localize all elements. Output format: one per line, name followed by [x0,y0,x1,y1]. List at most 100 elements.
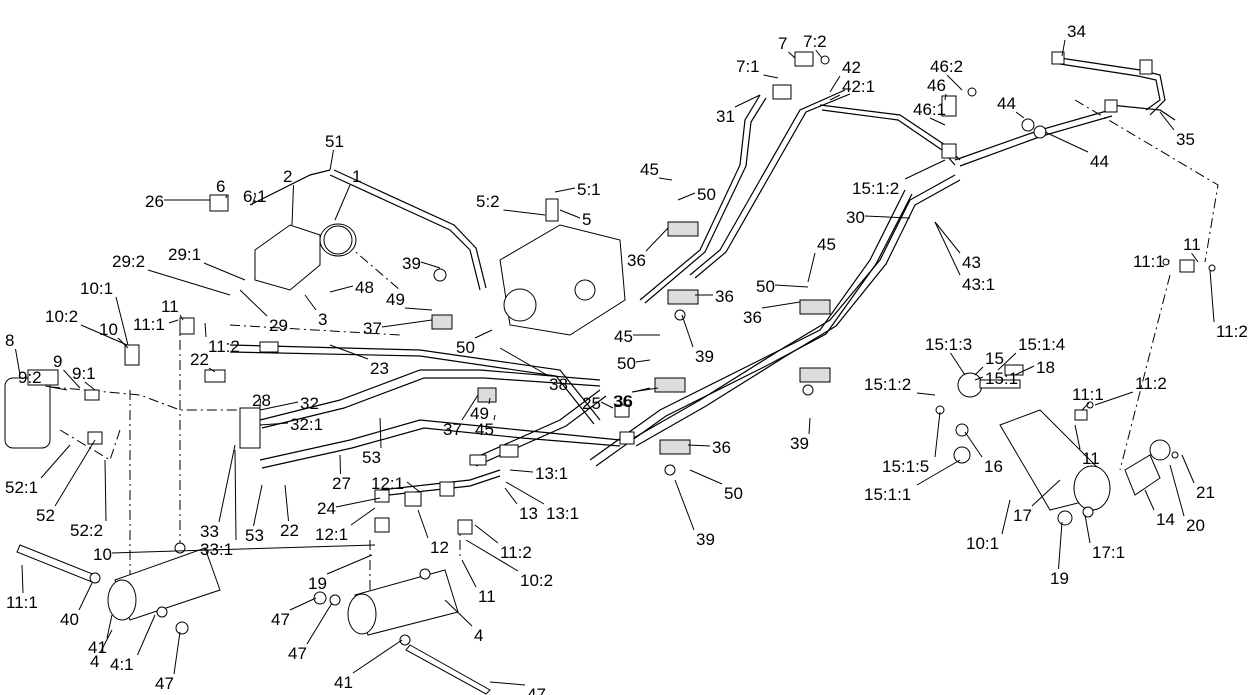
callout-label: 39 [402,254,421,273]
callout-label: 29:1 [168,245,201,264]
callout-label: 35 [1176,130,1195,149]
leader-line [934,411,941,458]
leader-line [974,366,984,376]
callout-label: 36 [743,308,762,327]
leader-line [84,381,96,391]
callout-label: 50 [724,484,743,503]
callout-label: 50 [756,277,775,296]
leader-line [239,289,268,317]
callout-label: 42 [842,58,861,77]
drawing-artwork [4,51,1219,695]
leader-line [259,401,299,411]
callout-label: 15:1:1 [864,485,911,504]
leader-line [829,75,841,93]
leader-line [234,449,237,541]
leader-line [379,417,382,449]
leader-line [1191,252,1199,263]
callout-label: 21 [1196,483,1215,502]
callout-label: 8 [5,331,14,350]
callout-label: 10:2 [45,307,78,326]
leader-line [40,444,71,479]
callout-label: 11:1 [133,315,165,334]
leader-line [15,348,21,376]
leader-line [417,509,429,539]
leader-line [815,49,823,59]
callout-label: 14 [1156,510,1175,529]
callout-label: 52 [36,506,55,525]
callout-label: 20 [1186,516,1205,535]
callout-label: 36 [627,251,646,270]
leader-line [225,194,227,199]
callout-label: 12:1 [371,474,404,493]
leader-line [203,262,246,281]
leader-line [63,369,81,389]
callout-label: 19 [308,574,327,593]
callout-label: 11 [1183,235,1201,254]
callout-label: 23 [370,359,389,378]
callout-label: 6 [216,177,225,196]
callout-label: 36 [613,392,632,411]
leader-line [503,209,546,216]
leader-line [106,614,113,639]
callout-label: 4 [474,626,483,645]
callout-label: 12 [430,538,449,557]
leader-line [204,322,207,338]
callout-label: 50 [617,354,636,373]
callout-label: 38 [549,375,568,394]
callout-label: 11:1 [1133,252,1165,271]
leader-line [304,294,317,311]
leader-line [339,454,341,475]
leader-line [829,94,841,101]
callout-label: 6:1 [243,187,267,206]
leader-line [78,582,93,611]
callout-label: 45 [640,160,659,179]
leader-line [559,209,581,219]
callout-label: 22 [190,350,209,369]
leader-line [329,344,369,360]
leader-line [168,319,179,324]
callout-label: 53 [362,448,381,467]
leader-line [489,681,526,686]
callout-label: 18 [1036,358,1055,377]
callout-label: 50 [697,185,716,204]
leader-line [761,301,801,309]
callout-label: 47 [271,610,290,629]
leader-line [352,639,403,674]
leader-line [1181,454,1195,484]
callout-label: 11:2 [500,543,532,562]
callout-label: 32:1 [290,415,323,434]
leader-line [474,329,493,339]
callout-label: 37 [363,319,382,338]
leader-line [864,215,911,219]
leader-line [687,444,711,447]
leader-line [674,479,695,531]
callout-label: 13:1 [546,504,579,523]
callout-label: 33 [200,522,219,541]
callout-label: 45 [475,420,494,439]
callout-label: 40 [60,610,79,629]
callout-label: 46 [927,76,946,95]
callout-label: 29 [269,316,288,335]
leader-line [763,74,779,79]
callout-label: 4:1 [110,655,134,674]
leader-line [54,439,96,507]
leader-line [734,94,761,108]
callout-label: 10 [93,545,112,564]
callout-label: 52:2 [70,521,103,540]
callout-label: 1 [352,167,361,186]
leader-line [404,307,433,311]
leader-line [461,394,479,421]
callout-label: 11:2 [1216,322,1248,341]
leader-line [774,284,809,288]
leader-line [80,324,128,346]
leader-line [1169,464,1185,517]
leader-line [934,221,961,276]
callout-label: 42:1 [842,77,875,96]
leader-line [465,539,519,572]
leader-line [689,469,723,485]
leader-line [1061,39,1066,57]
callout-label: 39 [790,434,809,453]
leader-line [916,392,936,396]
leader-line [329,149,334,171]
callout-label: 5:1 [577,180,601,199]
